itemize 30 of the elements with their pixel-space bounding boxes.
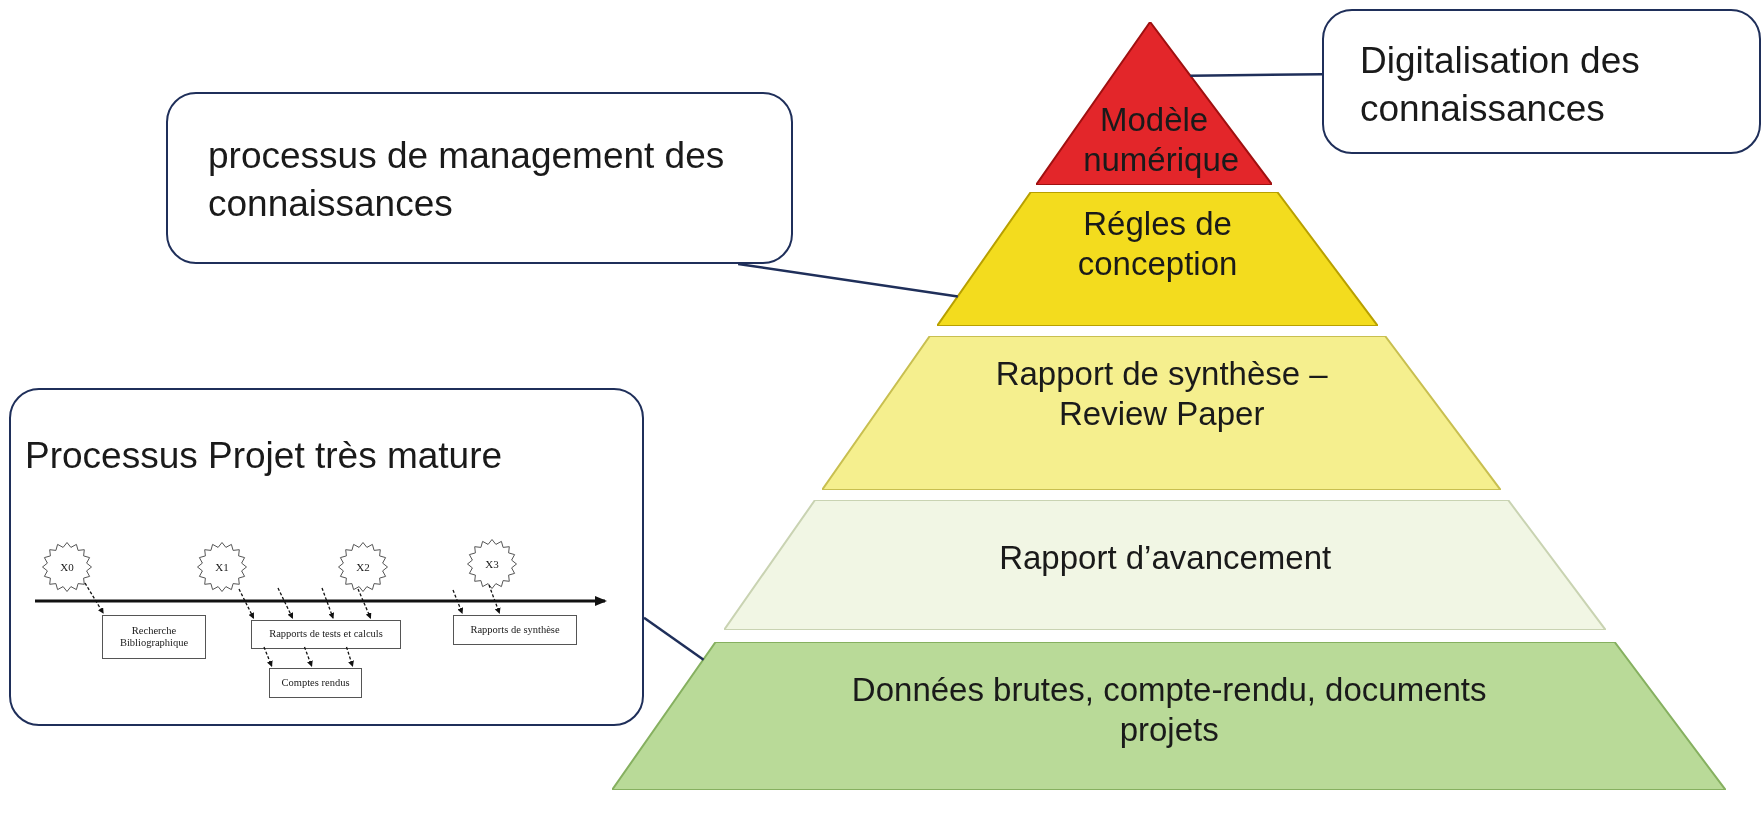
arrow (84, 582, 104, 614)
speech-bubble: Digitalisation des connaissances (1322, 9, 1761, 154)
speech-bubble: processus de management des connaissances (166, 92, 793, 264)
arrow (321, 587, 335, 619)
leader-line (643, 616, 705, 661)
milestone-star: X3 (467, 539, 517, 589)
pyramid-layer: Modèle numérique (1035, 22, 1273, 185)
arrow (263, 646, 273, 667)
arrow (303, 646, 313, 667)
leader-line (1190, 73, 1322, 78)
document-box: Rapports de synthèse (453, 615, 577, 645)
arrow (488, 584, 501, 614)
bubble-heading: Processus Projet très mature (25, 434, 503, 478)
milestone-star: X0 (42, 542, 92, 592)
document-box: Comptes rendus (269, 668, 362, 698)
milestone-star: X1 (197, 542, 247, 592)
leader-line (737, 262, 959, 298)
arrow (452, 589, 464, 614)
pyramid-layer: Données brutes, compte-rendu, documents projets (612, 642, 1726, 790)
milestone-star: X2 (338, 542, 388, 592)
speech-bubble (9, 388, 644, 726)
document-box: Rapports de tests et calculs (251, 620, 401, 649)
pyramid-layer: Rapport d’avancement (724, 500, 1606, 630)
arrow (345, 646, 354, 667)
pyramid-layer: Rapport de synthèse – Review Paper (822, 336, 1501, 490)
arrow (357, 588, 372, 619)
arrow (238, 588, 255, 619)
arrow (277, 587, 294, 619)
pyramid-layer: Régles de conception (937, 192, 1378, 326)
document-box: Recherche Bibliographique (102, 615, 206, 659)
